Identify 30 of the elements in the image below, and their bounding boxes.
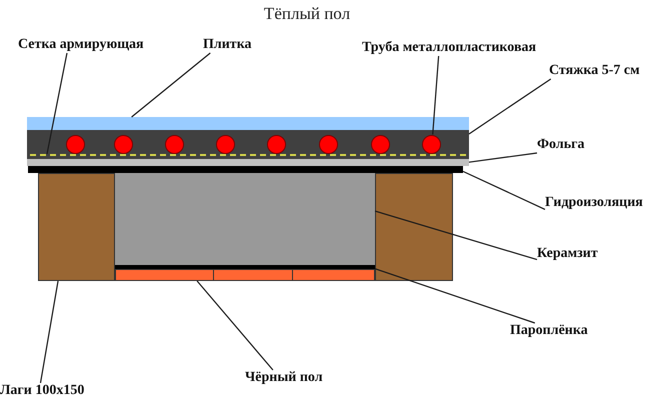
leader-line (374, 210, 538, 260)
joist-beam (375, 173, 453, 281)
leader-line (374, 268, 536, 324)
vapor-barrier-layer (115, 265, 375, 269)
leader-line (196, 280, 274, 370)
leader-line (432, 56, 440, 135)
leader-line (131, 52, 211, 118)
part-label: Чёрный пол (245, 370, 323, 386)
screed-layer (27, 130, 469, 159)
part-label: Пароплёнка (510, 323, 588, 339)
leader-line (462, 170, 546, 210)
tile-layer (27, 117, 469, 130)
part-label: Лаги 100х150 (0, 383, 84, 399)
foil-layer (27, 159, 469, 166)
joist-beam (38, 173, 115, 281)
part-label: Стяжка 5-7 см (549, 63, 640, 79)
leader-line (468, 152, 538, 163)
part-label: Керамзит (537, 246, 598, 262)
waterproofing-layer (28, 166, 463, 173)
leader-line (468, 78, 552, 134)
expanded-clay-layer (115, 173, 375, 265)
part-label: Гидроизоляция (545, 195, 643, 211)
part-label: Фольга (537, 137, 584, 153)
part-label: Сетка армирующая (18, 37, 144, 53)
diagram-title: Тёплый пол (264, 4, 350, 24)
subfloor-boards (115, 269, 375, 281)
part-label: Труба металлопластиковая (362, 40, 536, 56)
part-label: Плитка (203, 37, 252, 53)
mesh-line (30, 154, 466, 156)
leader-line (40, 280, 59, 384)
